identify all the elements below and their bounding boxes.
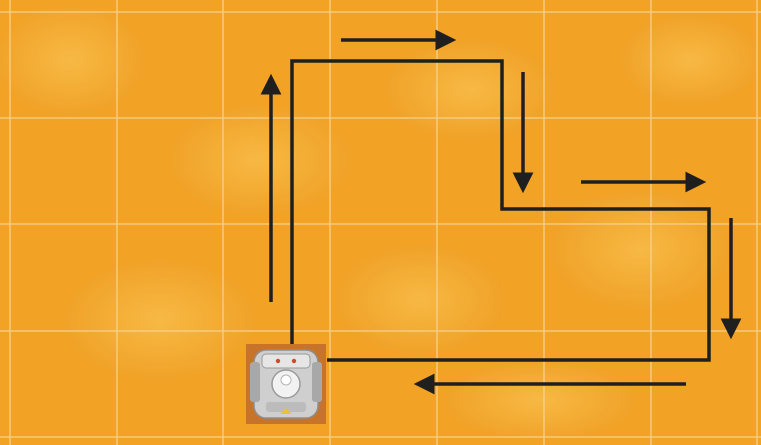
robot-path <box>290 59 711 362</box>
direction-arrows <box>260 29 742 395</box>
robot-icon[interactable] <box>246 344 326 424</box>
tile-texture <box>0 5 760 440</box>
